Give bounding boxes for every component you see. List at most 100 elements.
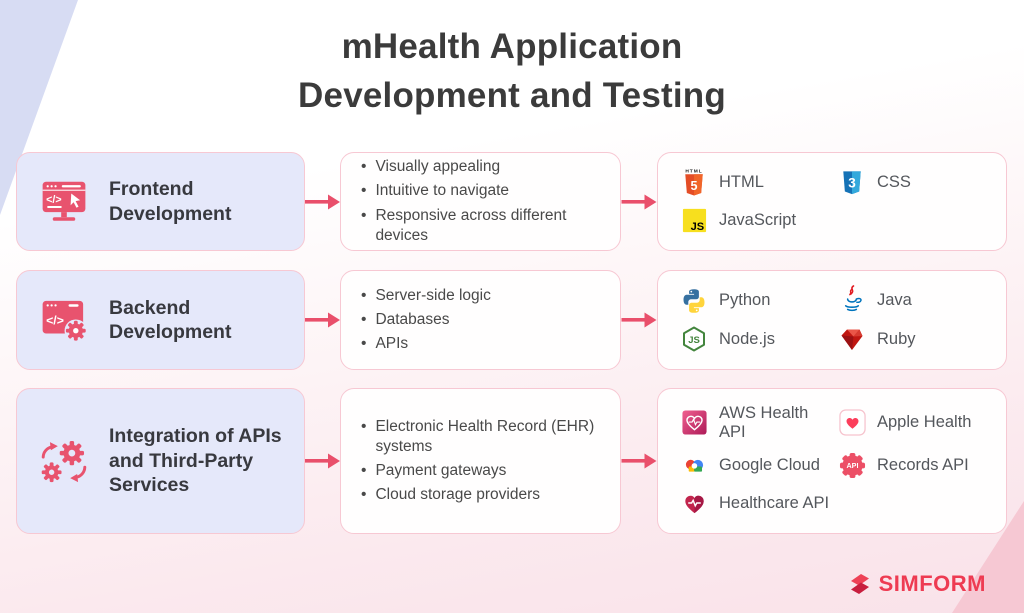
stage-label: Frontend Development [109, 178, 232, 225]
points-card-backend: • Server-side logic • Databases • APIs [340, 270, 621, 370]
right-arrow-icon [305, 453, 340, 469]
right-arrow-icon [621, 453, 657, 469]
tech-label: Ruby [877, 329, 916, 348]
svg-text:5: 5 [691, 179, 698, 193]
list-item: • Visually appealing [361, 157, 606, 177]
tech-item-html: HTML 5 HTML [680, 167, 838, 197]
point-text: Server-side logic [375, 286, 491, 304]
svg-text:</>: </> [46, 314, 64, 328]
bullet-icon: • [361, 462, 367, 479]
javascript-icon: JS [680, 206, 708, 236]
tech-label: Python [719, 291, 771, 310]
arrow-frontend-points [305, 152, 340, 251]
tech-label: Node.js [719, 329, 775, 348]
tech-label: Healthcare API [719, 494, 830, 512]
list-item: • Intuitive to navigate [361, 181, 606, 201]
tech-label: JavaScript [719, 211, 797, 230]
page-title-line1: mHealth Application [341, 27, 683, 66]
svg-text:JS: JS [690, 221, 704, 233]
arrow-points-techs [621, 388, 657, 534]
stage-label: Backend Development [109, 296, 232, 343]
list-item: • Electronic Health Record (EHR) systems [361, 417, 606, 457]
point-text: Visually appealing [375, 158, 501, 176]
healthcare-heart-icon [680, 489, 708, 519]
row-backend: </> Backend Development • Server-side log… [16, 270, 1007, 370]
tech-item-python: Python [680, 286, 838, 316]
point-text: Responsive across different devices [375, 206, 567, 244]
right-arrow-icon [621, 312, 657, 328]
svg-text:JS: JS [688, 335, 700, 346]
gears-sync-icon [35, 432, 93, 490]
tech-label: Apple Health [877, 413, 972, 431]
tech-label: Records API [877, 455, 969, 474]
tech-item-java: Java [838, 285, 996, 316]
svg-text:API: API [846, 461, 858, 470]
stage-card-integration: Integration of APIs and Third-Party Serv… [16, 388, 305, 534]
tech-item-apple-health: Apple Health [838, 404, 996, 442]
points-card-frontend: • Visually appealing • Intuitive to naviga… [340, 152, 621, 251]
row-integration: Integration of APIs and Third-Party Serv… [16, 388, 1007, 534]
stage-card-frontend: </> Frontend Development [16, 152, 305, 251]
bullet-icon: • [361, 286, 367, 304]
right-arrow-icon [305, 194, 340, 209]
tech-item-aws-health: AWS Health API [680, 404, 838, 442]
apple-health-icon [838, 408, 866, 438]
arrow-points-techs [621, 270, 657, 370]
simform-logo-icon [850, 574, 869, 594]
arrow-integration-points [305, 388, 340, 534]
bullet-icon: • [361, 158, 367, 176]
techs-card-backend: Python Java JS No [657, 270, 1007, 370]
java-icon [838, 285, 866, 316]
tech-label: AWS Health API [719, 403, 809, 441]
bullet-icon: • [361, 335, 367, 353]
monitor-code-icon: </> [35, 173, 93, 231]
tech-item-healthcare-api: Healthcare API [680, 489, 838, 519]
list-item: • Responsive across different devices [361, 206, 606, 246]
bullet-icon: • [361, 182, 367, 200]
point-text: Electronic Health Record (EHR) systems [375, 417, 595, 455]
bullet-icon: • [361, 206, 367, 224]
point-text: APIs [375, 335, 409, 353]
stage-label: Integration of APIs and Third-Party Serv… [109, 425, 282, 497]
list-item: • Server-side logic [361, 286, 606, 306]
tech-item-records-api: API Records API [838, 450, 996, 480]
svg-text:3: 3 [848, 175, 856, 190]
tech-item-google-cloud: Google Cloud [680, 450, 838, 480]
right-arrow-icon [305, 312, 340, 328]
list-item: • Payment gateways [361, 461, 606, 481]
nodejs-icon: JS [680, 324, 708, 354]
right-arrow-icon [621, 194, 657, 209]
bullet-icon: • [361, 310, 367, 328]
css3-icon: 3 [838, 167, 866, 197]
points-card-integration: •Electronic Health Record (EHR) systems … [340, 388, 621, 534]
bullet-icon: • [361, 417, 367, 435]
list-item: • APIs [361, 334, 606, 354]
window-code-gear-icon: </> [35, 291, 93, 349]
arrow-backend-points [305, 270, 340, 370]
arrow-points-techs [621, 152, 657, 251]
aws-health-icon [680, 408, 708, 438]
svg-text:HTML: HTML [685, 168, 702, 174]
stage-card-backend: </> Backend Development [16, 270, 305, 370]
point-text: Databases [375, 310, 450, 328]
python-icon [680, 286, 708, 316]
list-item: • Cloud storage providers [361, 485, 606, 505]
techs-card-frontend: HTML 5 HTML 3 CSS J [657, 152, 1007, 251]
tech-item-nodejs: JS Node.js [680, 324, 838, 354]
row-frontend: </> Frontend Development • Visually appea… [16, 152, 1007, 251]
point-text: Cloud storage providers [375, 486, 540, 504]
point-text: Intuitive to navigate [375, 182, 509, 200]
list-item: • Databases [361, 310, 606, 330]
tech-item-ruby: Ruby [838, 324, 996, 354]
tech-label: Google Cloud [719, 455, 820, 474]
records-api-gear-icon: API [838, 450, 866, 480]
point-text: Payment gateways [375, 462, 507, 479]
brand-logo: SIMFORM [847, 571, 986, 597]
tech-label: HTML [719, 172, 764, 191]
tech-item-css: 3 CSS [838, 167, 996, 197]
brand-name: SIMFORM [878, 571, 986, 596]
bullet-icon: • [361, 486, 367, 504]
tech-item-javascript: JS JavaScript [680, 206, 838, 236]
tech-label: Java [877, 291, 912, 310]
ruby-icon [838, 324, 866, 354]
